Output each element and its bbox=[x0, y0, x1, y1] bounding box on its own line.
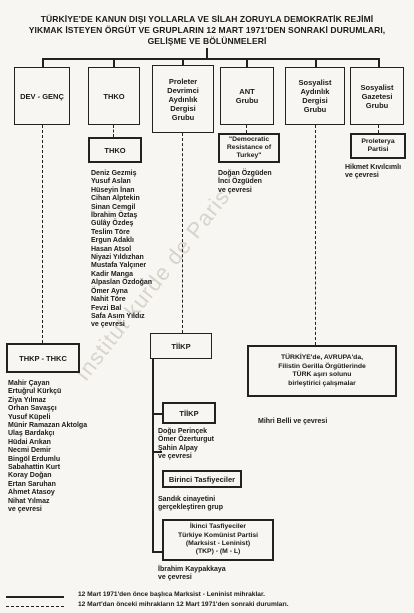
connector bbox=[378, 58, 380, 67]
box-proleter: Proleter Devrimci Aydınlık Dergisi Grubu bbox=[152, 65, 214, 133]
dashed-line-sosyalist-gazetesi bbox=[378, 125, 379, 133]
connector bbox=[182, 58, 184, 67]
page-title: TÜRKİYE'DE KANUN DIŞI YOLLARLA VE SİLAH … bbox=[20, 14, 394, 47]
legend-solid-line bbox=[6, 596, 64, 598]
connector bbox=[152, 551, 162, 553]
box-dev-genc: DEV - GENÇ bbox=[14, 67, 70, 125]
connector bbox=[152, 413, 162, 415]
box-tiikp: TİİKP bbox=[150, 333, 212, 359]
legend-dashed-line bbox=[6, 606, 64, 607]
box-ant: ANT Grubu bbox=[220, 67, 274, 125]
connector bbox=[315, 58, 317, 67]
title-line-1: TÜRKİYE'DE KANUN DIŞI YOLLARLA VE SİLAH … bbox=[40, 14, 374, 24]
trunk-line bbox=[206, 48, 208, 58]
dashed-line-ant bbox=[246, 125, 247, 133]
mihri-belli-note: Mihri Belli ve çevresi bbox=[258, 418, 328, 425]
legend-solid-text: 12 Mart 1971'den önce başlıca Marksist -… bbox=[78, 591, 266, 598]
box-tiikp-2: TİİKP bbox=[162, 402, 216, 424]
box-ikinci-tasfiyeciler: İkinci Tasfiyeciler Türkiye Komünist Par… bbox=[162, 519, 274, 561]
dashed-line-sosyalist-aydinlik bbox=[315, 125, 316, 345]
sosyalist-gazetesi-member-list: Hikmet Kıvılcımlı ve çevresi bbox=[345, 164, 402, 180]
box-thko: THKO bbox=[88, 137, 142, 163]
connector bbox=[246, 58, 248, 67]
legend-dashed-text: 12 Mart'dan önceki mihrakların 12 Mart 1… bbox=[78, 601, 289, 608]
tiikp-branch-line bbox=[152, 359, 154, 552]
box-thkp-thkc: THKP - THKC bbox=[6, 343, 80, 373]
box-sosyalist-gazetesi: Sosyalist Gazetesi Grubu bbox=[350, 67, 404, 125]
ant-member-list: Doğan Özgüden İnci Özgüden ve çevresi bbox=[218, 170, 272, 194]
box-democratic-resistance: "Democratic Resistance of Turkey" bbox=[218, 133, 280, 163]
title-line-2: YIKMAK İSTEYEN ÖRGÜT VE GRUPLARIN 12 MAR… bbox=[28, 25, 386, 35]
box-turkiye-avrupa: TÜRKİYE'de, AVRUPA'da, Filistin Gerilla … bbox=[247, 345, 397, 397]
thkp-member-list: Mahir Çayan Ertuğrul Kürkçü Ziya Yılmaz … bbox=[8, 380, 88, 514]
dashed-line-thko bbox=[113, 125, 114, 137]
tiikp-member-list: Doğu Perinçek Ömer Özerturgut Şahin Alpa… bbox=[158, 428, 215, 461]
connector bbox=[42, 58, 44, 67]
box-proleterya-partisi: Proleterya Partisi bbox=[350, 133, 406, 159]
thko-member-list: Deniz Gezmiş Yusuf Aslan Hüseyin İnan Ci… bbox=[91, 170, 153, 329]
dashed-line-dev-genc bbox=[42, 125, 43, 343]
connector bbox=[113, 58, 115, 67]
box-sosyalist-aydinlik: Sosyalist Aydınlık Dergisi Grubu bbox=[285, 67, 345, 125]
ikinci-member-list: İbrahim Kaypakkaya ve çevresi bbox=[158, 566, 226, 582]
box-birinci-tasfiyeciler: Birinci Tasfiyeciler bbox=[162, 470, 242, 488]
title-line-3: GELİŞME VE BÖLÜNMELERİ bbox=[147, 36, 267, 46]
top-horizontal-line bbox=[42, 58, 380, 60]
connector bbox=[152, 451, 162, 453]
box-thko-top: THKO bbox=[88, 67, 140, 125]
birinci-member-list: Sandık cinayetini gerçekleştiren grup bbox=[158, 496, 223, 512]
dashed-line-proleter bbox=[182, 133, 183, 333]
